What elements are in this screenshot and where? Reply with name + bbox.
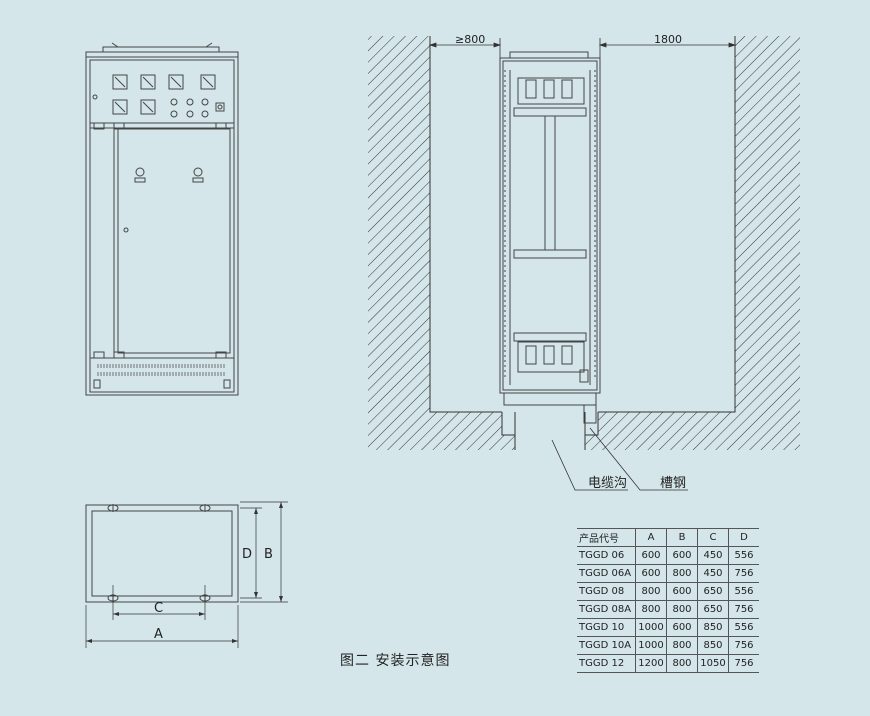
cell-d: 756 (728, 564, 759, 583)
cell-d: 556 (728, 618, 759, 637)
cell-a: 600 (635, 564, 667, 583)
cell-model: TGGD 08A (577, 600, 636, 619)
cell-a: 1000 (635, 636, 667, 655)
cell-d: 556 (728, 582, 759, 601)
channel-steel-label: 槽钢 (660, 476, 686, 491)
cell-c: 450 (697, 546, 729, 565)
cell-c: 650 (697, 600, 729, 619)
base-plan-view (85, 501, 288, 648)
clearance-front-label: ≥800 (455, 33, 485, 46)
cell-a: 600 (635, 546, 667, 565)
cell-c: 450 (697, 564, 729, 583)
dim-a-label: A (154, 627, 163, 642)
cell-a: 1200 (635, 654, 667, 673)
cell-model: TGGD 06A (577, 564, 636, 583)
cell-b: 800 (666, 636, 698, 655)
table-row: TGGD 06 600 600 450 556 (577, 546, 759, 565)
cell-model: TGGD 08 (577, 582, 636, 601)
dim-d-label: D (242, 547, 252, 562)
cell-c: 1050 (697, 654, 729, 673)
cable-trench-label: 电缆沟 (588, 475, 627, 491)
dimension-table: 产品代号 A B C D TGGD 06 600 600 450 556 TGG… (577, 528, 759, 673)
table-row: TGGD 08 800 600 650 556 (577, 582, 759, 601)
table-row: TGGD 10A 1000 800 850 756 (577, 636, 759, 655)
cell-a: 800 (635, 600, 667, 619)
mounting-holes (107, 504, 211, 602)
cell-d: 756 (728, 636, 759, 655)
cell-model: TGGD 12 (577, 654, 636, 673)
meter-row-top (112, 74, 216, 90)
header-b: B (666, 528, 698, 547)
cell-a: 1000 (635, 618, 667, 637)
cabinet-front-view (85, 42, 239, 396)
cell-d: 756 (728, 654, 759, 673)
cell-b: 600 (666, 546, 698, 565)
cell-c: 650 (697, 582, 729, 601)
installation-section-view: ≥800 1800 (368, 33, 800, 491)
cell-b: 600 (666, 618, 698, 637)
table-row: TGGD 06A 600 800 450 756 (577, 564, 759, 583)
cell-b: 800 (666, 654, 698, 673)
cell-d: 556 (728, 546, 759, 565)
cell-model: TGGD 06 (577, 546, 636, 565)
table-header-row: 产品代号 A B C D (577, 528, 759, 547)
cell-model: TGGD 10 (577, 618, 636, 637)
dim-c-label: C (154, 601, 163, 616)
meter-row-bottom (112, 98, 225, 118)
table-row: TGGD 08A 800 800 650 756 (577, 600, 759, 619)
cell-b: 800 (666, 600, 698, 619)
header-a: A (635, 528, 667, 547)
cell-c: 850 (697, 636, 729, 655)
dim-b-label: B (264, 547, 273, 562)
clearance-rear-label: 1800 (654, 33, 682, 46)
header-model: 产品代号 (577, 528, 636, 547)
cell-d: 756 (728, 600, 759, 619)
clearance-dimensions (428, 38, 737, 60)
cell-a: 800 (635, 582, 667, 601)
cabinet-side-view (499, 51, 601, 424)
table-row: TGGD 10 1000 600 850 556 (577, 618, 759, 637)
figure-caption: 图二 安装示意图 (340, 653, 451, 669)
cell-b: 600 (666, 582, 698, 601)
table-row: TGGD 12 1200 800 1050 756 (577, 654, 759, 673)
ventilation-grille (97, 364, 225, 376)
header-c: C (697, 528, 729, 547)
header-d: D (728, 528, 759, 547)
cell-b: 800 (666, 564, 698, 583)
cell-model: TGGD 10A (577, 636, 636, 655)
cell-c: 850 (697, 618, 729, 637)
